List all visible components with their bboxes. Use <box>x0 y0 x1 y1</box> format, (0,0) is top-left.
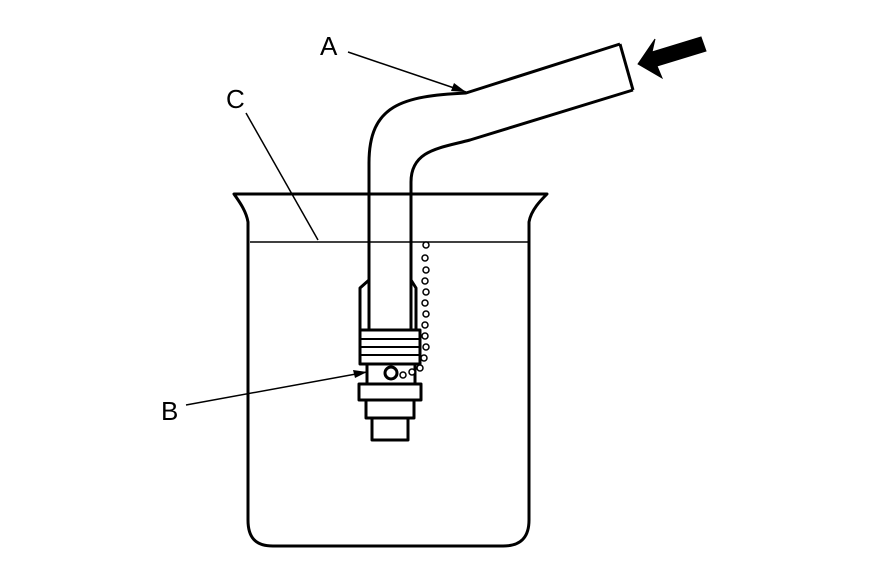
bubble <box>421 277 429 285</box>
leader-line-c <box>245 112 319 241</box>
hose-collar-right <box>409 279 418 330</box>
bubble <box>408 368 416 376</box>
hose-upper-wall <box>367 42 621 330</box>
bubble <box>422 266 430 274</box>
bubble <box>422 241 430 249</box>
air-hose <box>358 42 635 330</box>
airflow-arrow-icon <box>637 36 707 80</box>
callout-label-a: A <box>320 31 338 61</box>
beaker <box>232 192 549 548</box>
hose-lower-wall <box>409 88 634 330</box>
leader-line-b <box>185 371 368 406</box>
bubble <box>422 343 430 351</box>
leader-arrowhead-b <box>353 370 367 378</box>
leader-line-a <box>347 51 467 93</box>
bubble <box>420 354 428 362</box>
bubble <box>421 299 429 307</box>
bubble <box>421 332 429 340</box>
leader-arrowhead-a <box>451 83 466 92</box>
hose-open-end <box>618 43 635 91</box>
valve-hex-section <box>357 382 423 402</box>
bubble <box>421 254 429 262</box>
bubble <box>422 288 430 296</box>
callout-label-c: C <box>226 84 245 114</box>
bubble <box>416 364 424 372</box>
callout-label-b: B <box>161 396 178 426</box>
bubble <box>399 371 407 379</box>
bubble <box>421 321 429 329</box>
air-bubbles <box>399 241 430 379</box>
valve <box>357 328 423 442</box>
leader-lines <box>185 51 467 406</box>
hose-collar-left <box>358 278 370 330</box>
valve-tip <box>370 416 410 442</box>
valve-lower-section <box>364 398 416 420</box>
valve-air-port <box>383 365 399 381</box>
bubble <box>422 310 430 318</box>
beaker-outline <box>232 192 549 548</box>
